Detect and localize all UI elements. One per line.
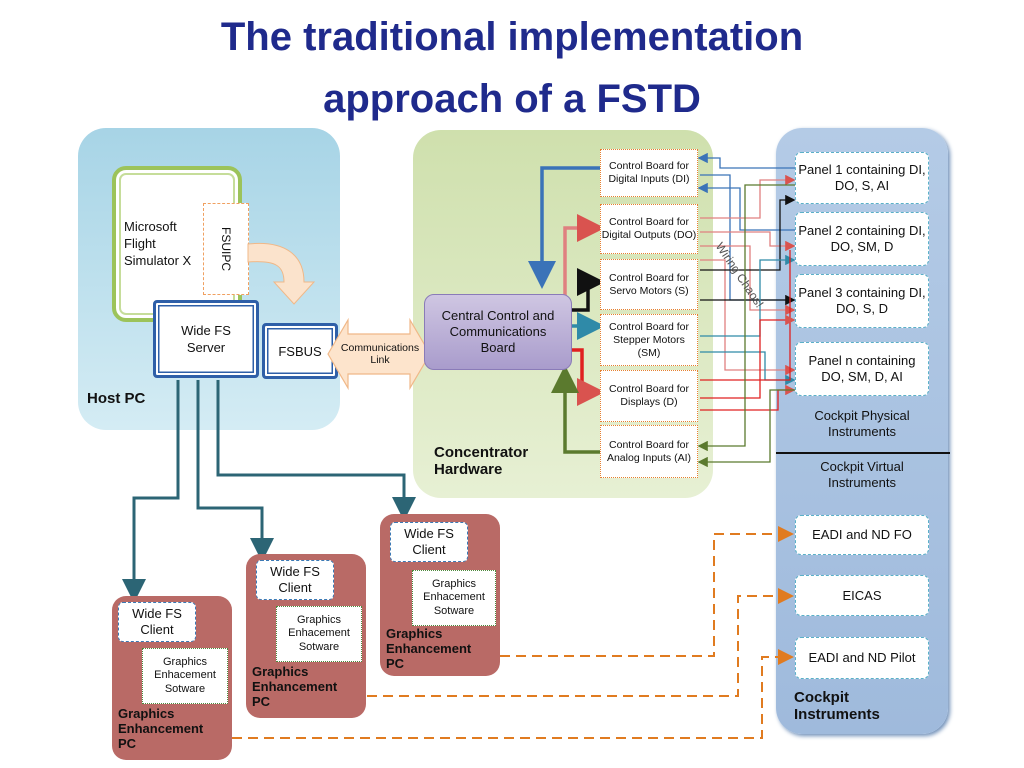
widefs-server-box: Wide FS Server [153, 300, 259, 378]
title-line-1: The traditional implementation [220, 15, 804, 59]
central-board-label: Central Control and Communications Board [441, 308, 555, 355]
graphics-pc-label-2: Graphics Enhancement PC [252, 664, 338, 709]
control-board-sm: Control Board for Stepper Motors (SM) [600, 314, 698, 366]
widefs-client-2: Wide FS Client [256, 560, 334, 600]
link-di [528, 166, 600, 289]
widefs-client-3: Wide FS Client [390, 522, 468, 562]
host-pc-label: Host PC [87, 390, 146, 407]
display-eicas: EICAS [795, 575, 929, 616]
widefs-client-1: Wide FS Client [118, 602, 196, 642]
wiring-chaos-lines [697, 152, 796, 468]
link-client-3 [216, 380, 416, 521]
link-d [572, 348, 605, 406]
graphics-software-3: Graphics Enhacement Sotware [412, 570, 496, 626]
panel-3: Panel 3 containing DI, DO, S, D [795, 274, 929, 328]
control-board-ai: Control Board for Analog Inputs (AI) [600, 425, 698, 478]
control-board-di: Control Board for Digital Inputs (DI) [600, 149, 698, 197]
control-board-s: Control Board for Servo Motors (S) [600, 259, 698, 310]
display-eadi-fo: EADI and ND FO [795, 515, 929, 555]
control-board-d: Control Board for Displays (D) [600, 370, 698, 422]
link-eadi-fo [500, 526, 794, 657]
cockpit-physical-label: Cockpit Physical Instruments [814, 408, 910, 439]
communications-link-label: Communications Link [340, 341, 420, 367]
graphics-pc-3: Wide FS Client Graphics Enhacement Sotwa… [380, 514, 500, 676]
link-s [570, 268, 605, 312]
panel-2: Panel 2 containing DI, DO, SM, D [795, 212, 929, 266]
cockpit-instruments-label: Cockpit Instruments [794, 689, 880, 723]
link-eadi-pilot [232, 649, 794, 739]
link-client-2 [196, 380, 274, 562]
link-ai [551, 365, 600, 454]
msfs-label: Microsoft Flight Simulator X [124, 219, 192, 268]
display-eadi-pilot: EADI and ND Pilot [795, 637, 929, 679]
cockpit-virtual-label: Cockpit Virtual Instruments [820, 459, 904, 490]
fsuipc-box: FSUIPC [203, 203, 249, 295]
link-do [563, 214, 605, 300]
title-line-2: approach of a FSTD [323, 77, 701, 121]
graphics-pc-label-3: Graphics Enhancement PC [386, 626, 472, 671]
fsuipc-to-fsbus-arrow [247, 242, 316, 305]
graphics-software-1: Graphics Enhacement Sotware [142, 648, 228, 704]
panel-1: Panel 1 containing DI, DO, S, AI [795, 152, 929, 204]
fsuipc-label: FSUIPC [219, 226, 234, 272]
panel-n: Panel n containing DO, SM, D, AI [795, 342, 929, 396]
graphics-pc-2: Wide FS Client Graphics Enhacement Sotwa… [246, 554, 366, 718]
graphics-pc-label-1: Graphics Enhancement PC [118, 706, 204, 751]
graphics-pc-1: Wide FS Client Graphics Enhacement Sotwa… [112, 596, 232, 760]
central-board: Central Control and Communications Board [424, 294, 572, 370]
link-client-1 [122, 380, 180, 603]
concentrator-label: Concentrator Hardware [434, 444, 529, 478]
graphics-software-2: Graphics Enhacement Sotware [276, 606, 362, 662]
control-board-do: Control Board for Digital Outputs (DO) [600, 204, 698, 254]
fsbus-label: FSBUS [278, 343, 322, 359]
link-eicas [367, 588, 794, 697]
widefs-server-label: Wide FS Server [181, 323, 231, 355]
